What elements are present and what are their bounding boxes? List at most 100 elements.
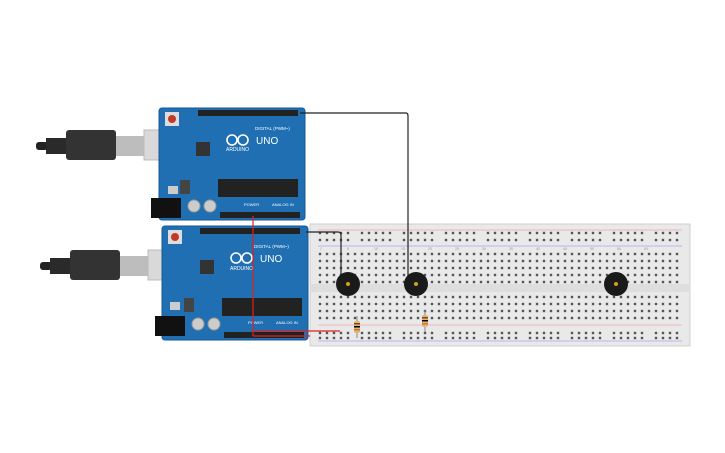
breadboard-hole[interactable]	[535, 231, 539, 235]
breadboard-hole[interactable]	[381, 309, 385, 313]
breadboard-hole[interactable]	[528, 252, 532, 256]
breadboard-hole[interactable]	[507, 309, 511, 313]
breadboard-hole[interactable]	[458, 252, 462, 256]
breadboard-hole[interactable]	[465, 302, 469, 306]
breadboard-hole[interactable]	[514, 252, 518, 256]
breadboard-hole[interactable]	[500, 266, 504, 270]
breadboard-hole[interactable]	[346, 295, 350, 299]
breadboard-hole[interactable]	[493, 331, 497, 335]
breadboard-hole[interactable]	[353, 259, 357, 263]
breadboard-hole[interactable]	[318, 231, 322, 235]
piezo-buzzer[interactable]	[336, 272, 360, 296]
breadboard-hole[interactable]	[486, 316, 490, 320]
breadboard-hole[interactable]	[556, 331, 560, 335]
breadboard-hole[interactable]	[514, 331, 518, 335]
breadboard-hole[interactable]	[325, 316, 329, 320]
breadboard-hole[interactable]	[409, 259, 413, 263]
breadboard-hole[interactable]	[654, 295, 658, 299]
breadboard-hole[interactable]	[332, 280, 336, 284]
breadboard-hole[interactable]	[612, 266, 616, 270]
breadboard-hole[interactable]	[465, 331, 469, 335]
breadboard-hole[interactable]	[640, 238, 644, 242]
breadboard-hole[interactable]	[423, 302, 427, 306]
breadboard-hole[interactable]	[451, 331, 455, 335]
breadboard-hole[interactable]	[423, 295, 427, 299]
breadboard-hole[interactable]	[381, 238, 385, 242]
breadboard-hole[interactable]	[332, 252, 336, 256]
breadboard-hole[interactable]	[367, 280, 371, 284]
breadboard-hole[interactable]	[549, 238, 553, 242]
breadboard-hole[interactable]	[409, 331, 413, 335]
breadboard-hole[interactable]	[675, 316, 679, 320]
breadboard-hole[interactable]	[346, 309, 350, 313]
breadboard-hole[interactable]	[437, 273, 441, 277]
breadboard-hole[interactable]	[647, 295, 651, 299]
breadboard-hole[interactable]	[577, 295, 581, 299]
breadboard-hole[interactable]	[332, 273, 336, 277]
breadboard-hole[interactable]	[626, 295, 630, 299]
breadboard-hole[interactable]	[640, 331, 644, 335]
breadboard-hole[interactable]	[402, 331, 406, 335]
breadboard-hole[interactable]	[570, 238, 574, 242]
breadboard-hole[interactable]	[640, 309, 644, 313]
breadboard-hole[interactable]	[451, 302, 455, 306]
breadboard-hole[interactable]	[465, 309, 469, 313]
breadboard-hole[interactable]	[619, 295, 623, 299]
breadboard-hole[interactable]	[339, 336, 343, 340]
breadboard-hole[interactable]	[374, 295, 378, 299]
breadboard-hole[interactable]	[381, 259, 385, 263]
breadboard-hole[interactable]	[402, 316, 406, 320]
breadboard-hole[interactable]	[367, 273, 371, 277]
breadboard-hole[interactable]	[619, 316, 623, 320]
breadboard-hole[interactable]	[444, 331, 448, 335]
breadboard-hole[interactable]	[430, 238, 434, 242]
breadboard-hole[interactable]	[591, 336, 595, 340]
breadboard-hole[interactable]	[640, 231, 644, 235]
resistor[interactable]	[354, 316, 360, 338]
breadboard-hole[interactable]	[325, 331, 329, 335]
breadboard-hole[interactable]	[591, 331, 595, 335]
breadboard-hole[interactable]	[332, 259, 336, 263]
breadboard-hole[interactable]	[528, 316, 532, 320]
breadboard-hole[interactable]	[521, 259, 525, 263]
breadboard-hole[interactable]	[668, 336, 672, 340]
breadboard-hole[interactable]	[444, 302, 448, 306]
breadboard-hole[interactable]	[318, 336, 322, 340]
breadboard-hole[interactable]	[640, 252, 644, 256]
breadboard-hole[interactable]	[451, 273, 455, 277]
breadboard-hole[interactable]	[521, 273, 525, 277]
breadboard-hole[interactable]	[409, 302, 413, 306]
breadboard-hole[interactable]	[633, 331, 637, 335]
breadboard-hole[interactable]	[535, 316, 539, 320]
breadboard-hole[interactable]	[367, 316, 371, 320]
breadboard-hole[interactable]	[528, 336, 532, 340]
breadboard-hole[interactable]	[416, 231, 420, 235]
breadboard-hole[interactable]	[451, 231, 455, 235]
breadboard-hole[interactable]	[577, 252, 581, 256]
breadboard-hole[interactable]	[388, 295, 392, 299]
breadboard-hole[interactable]	[640, 280, 644, 284]
breadboard-hole[interactable]	[402, 252, 406, 256]
breadboard-hole[interactable]	[668, 302, 672, 306]
breadboard-hole[interactable]	[654, 273, 658, 277]
breadboard-hole[interactable]	[395, 309, 399, 313]
breadboard-hole[interactable]	[486, 266, 490, 270]
breadboard-hole[interactable]	[388, 273, 392, 277]
breadboard-hole[interactable]	[416, 302, 420, 306]
breadboard-hole[interactable]	[430, 273, 434, 277]
breadboard-hole[interactable]	[493, 309, 497, 313]
breadboard-hole[interactable]	[486, 259, 490, 263]
breadboard-hole[interactable]	[423, 238, 427, 242]
breadboard-hole[interactable]	[381, 331, 385, 335]
breadboard-hole[interactable]	[528, 295, 532, 299]
breadboard-hole[interactable]	[451, 252, 455, 256]
breadboard-hole[interactable]	[668, 316, 672, 320]
breadboard-hole[interactable]	[388, 280, 392, 284]
breadboard-hole[interactable]	[493, 302, 497, 306]
breadboard-hole[interactable]	[563, 252, 567, 256]
breadboard-hole[interactable]	[549, 295, 553, 299]
breadboard-hole[interactable]	[598, 309, 602, 313]
breadboard-hole[interactable]	[521, 280, 525, 284]
breadboard-hole[interactable]	[409, 231, 413, 235]
breadboard-hole[interactable]	[339, 331, 343, 335]
